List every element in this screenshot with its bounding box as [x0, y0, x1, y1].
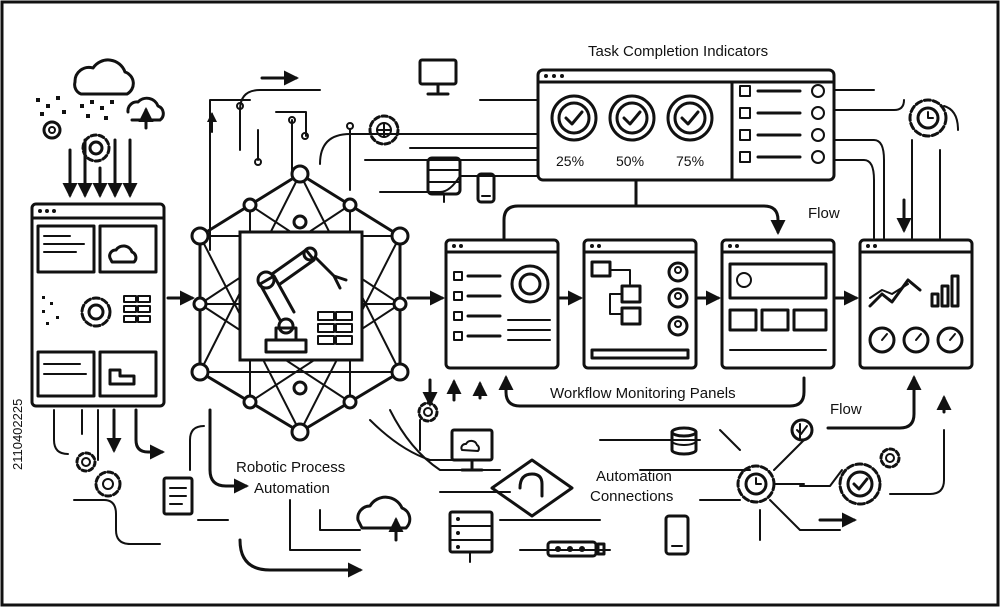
progress-ring: 50%	[608, 94, 656, 169]
phone-icon	[476, 172, 496, 204]
gear-icon	[42, 120, 111, 163]
progress-label: 25%	[556, 153, 584, 169]
flow-label-bottom: Flow	[830, 401, 862, 418]
user-icon	[667, 261, 689, 337]
workflow-panel-3	[720, 238, 836, 370]
gear-icon	[417, 401, 439, 423]
side-id: 2110402225	[10, 399, 25, 470]
rpa-label-line1: Robotic Process	[236, 459, 345, 476]
cloud-data-icon	[36, 58, 135, 120]
database-icon	[426, 156, 462, 203]
input-arrows	[62, 138, 138, 198]
gauge-icon	[868, 326, 964, 354]
diamond-connector	[490, 458, 574, 518]
progress-ring: 75%	[666, 94, 714, 169]
bar-chart-icon	[930, 274, 960, 308]
monitor-icon	[418, 58, 458, 96]
flow-label-top: Flow	[808, 205, 840, 222]
phone-icon	[664, 514, 690, 556]
robot-network	[190, 164, 410, 442]
circuit-traces-right	[833, 89, 959, 239]
server-icon	[448, 510, 494, 563]
robot-arm-icon	[256, 246, 353, 354]
progress-label: 50%	[616, 153, 644, 169]
progress-ring: 25%	[550, 94, 598, 169]
gear-icon	[879, 447, 901, 469]
clock-gear-icon	[736, 464, 776, 504]
flowchart-icon	[590, 260, 642, 326]
task-completion-panel: 25% 50% 75%	[536, 68, 836, 182]
battery-icon	[546, 540, 606, 558]
circuit-traces-top	[207, 70, 541, 251]
connections-label-line1: Automation	[596, 468, 672, 485]
source-window	[30, 202, 166, 408]
workflow-panel-4	[858, 238, 974, 370]
rpa-label-line2: Automation	[254, 480, 330, 497]
checkmark-icon	[790, 418, 814, 442]
cloud-upload-icon	[356, 495, 412, 542]
circuit-traces-bottom-left	[53, 408, 249, 545]
globe-icon	[368, 114, 400, 146]
check-gear-icon	[838, 462, 882, 506]
circuit-traces-bottom-right	[719, 423, 857, 541]
workflow-panel-2	[582, 238, 698, 370]
clock-gear-icon	[908, 98, 948, 138]
gear-icon	[75, 451, 122, 498]
connections-label-line2: Connections	[590, 488, 673, 505]
line-chart-icon	[868, 278, 922, 308]
workflow-panels-title: Workflow Monitoring Panels	[550, 385, 736, 402]
cloud-upload-icon	[126, 96, 165, 130]
database-icon	[670, 426, 698, 456]
progress-label: 75%	[676, 153, 704, 169]
cloud-monitor-icon	[450, 428, 494, 472]
checklist	[739, 84, 825, 164]
task-completion-title: Task Completion Indicators	[588, 43, 768, 60]
workflow-panel-1	[444, 238, 560, 370]
document-icon	[162, 476, 194, 516]
